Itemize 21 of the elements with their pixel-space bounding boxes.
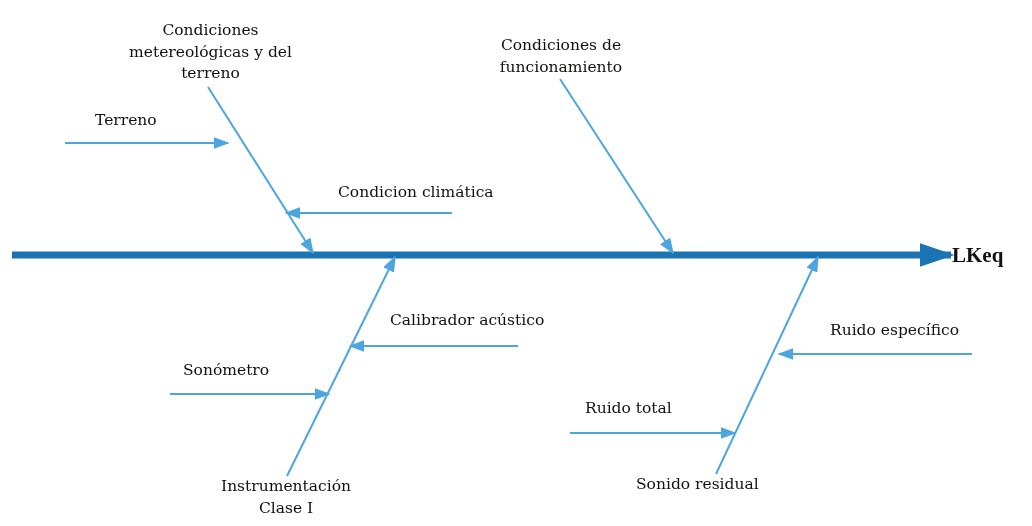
cause-label: Ruido total — [585, 398, 672, 420]
arrow — [286, 255, 396, 477]
cause-label: Sonómetro — [183, 360, 270, 382]
cause-label: Calibrador acústico — [390, 310, 545, 332]
category-label: Condiciones de funcionamiento — [472, 35, 650, 79]
arrow — [64, 137, 230, 149]
category-label: Instrumentación Clase I — [206, 476, 366, 520]
cause-label: Condicion climática — [338, 182, 494, 204]
cause-label: Ruido específico — [830, 320, 959, 342]
arrow — [207, 86, 314, 254]
arrow — [169, 388, 331, 400]
arrow — [284, 207, 453, 219]
arrow — [715, 255, 819, 475]
arrow — [569, 427, 737, 439]
arrow — [777, 348, 973, 360]
effect-label: LKeq — [952, 241, 1004, 271]
category-label: Condiciones metereológicas y del terreno — [108, 20, 313, 86]
arrow — [348, 340, 519, 352]
category-label: Sonido residual — [636, 474, 759, 496]
cause-label: Terreno — [95, 110, 157, 132]
arrow — [559, 78, 674, 254]
